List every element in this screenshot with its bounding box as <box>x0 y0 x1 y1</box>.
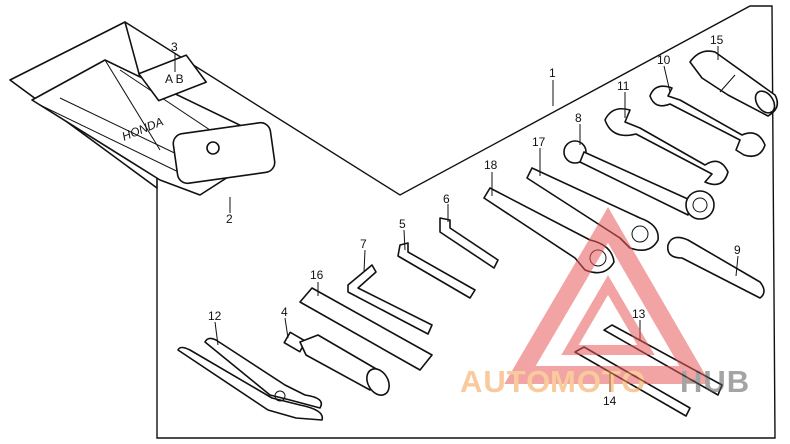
pliers-12 <box>177 337 324 421</box>
info-card: A B <box>137 54 208 102</box>
combo-wrench-8 <box>563 140 715 220</box>
flat-wrench-17 <box>526 167 659 251</box>
callout-6: 6 <box>443 192 450 206</box>
callout-18: 18 <box>484 158 498 172</box>
open-end-wrench-11 <box>604 107 729 186</box>
screwdriver-4 <box>283 331 390 396</box>
svg-text:A B: A B <box>165 72 184 86</box>
pin-spanner-9 <box>666 236 765 299</box>
kit-boundary <box>124 5 776 439</box>
watermark-text-moto: MOTO <box>550 364 646 399</box>
callout-5: 5 <box>399 217 406 231</box>
callout-1: 1 <box>549 66 556 80</box>
callout-12: 12 <box>208 309 222 323</box>
callout-17: 17 <box>532 135 546 149</box>
callout-7: 7 <box>360 237 367 251</box>
callout-10: 10 <box>657 53 671 67</box>
watermark-text-hub: HUB <box>680 364 750 399</box>
callout-9: 9 <box>734 243 741 257</box>
callout-3: 3 <box>171 40 178 54</box>
screwdriver-handle-16 <box>299 287 433 371</box>
callout-15: 15 <box>710 33 724 47</box>
watermark-text-auto: AUTO <box>460 364 551 399</box>
callout-2: 2 <box>226 212 233 226</box>
callout-16: 16 <box>310 268 324 282</box>
tool-pouch: HONDA <box>9 21 276 196</box>
callout-11: 11 <box>617 79 630 93</box>
hex-key-7 <box>347 264 433 335</box>
hex-key-6 <box>439 217 499 269</box>
spark-plug-socket <box>689 50 779 117</box>
callout-14: 14 <box>603 394 617 408</box>
hex-key-5 <box>397 242 476 299</box>
open-end-wrench-10 <box>649 85 766 158</box>
callout-8: 8 <box>575 111 582 125</box>
callout-4: 4 <box>281 305 288 319</box>
watermark-triangle <box>504 207 711 384</box>
watermark-logo: AUTO MOTO HUB <box>460 207 750 399</box>
callout-13: 13 <box>632 307 646 321</box>
